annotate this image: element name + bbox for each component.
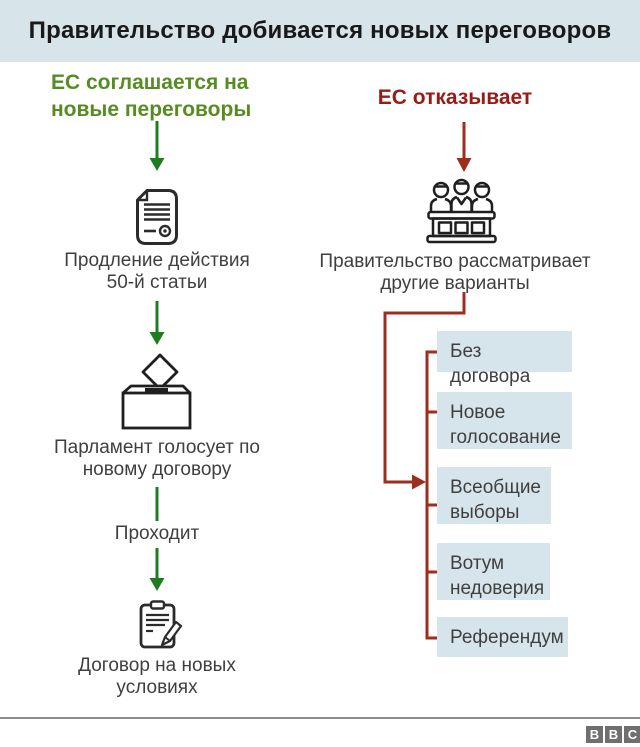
bbc-logo-letter: B bbox=[605, 726, 622, 743]
option-box-general-election: Всеобщие выборы bbox=[437, 467, 551, 524]
green-arrow-down-icon bbox=[149, 548, 165, 591]
step-label-new-deal: Договор на новых условиях bbox=[78, 655, 236, 698]
contract-icon bbox=[139, 600, 183, 649]
footer-divider bbox=[0, 717, 640, 719]
option-box-no-confidence: Вотум недоверия bbox=[437, 543, 550, 600]
red-bracket-connector bbox=[383, 292, 466, 490]
document-icon bbox=[136, 189, 178, 245]
option-box-new-vote: Новое голосование bbox=[437, 392, 572, 449]
red-arrow-down-icon bbox=[456, 122, 472, 172]
bbc-logo: B B C bbox=[586, 726, 640, 743]
bbc-logo-letter: C bbox=[624, 726, 640, 743]
step-label-parliament-vote: Парламент голосует по новому договору bbox=[54, 437, 260, 480]
right-branch-heading: ЕС отказывает bbox=[377, 86, 533, 109]
page-title: Правительство добивается новых переговор… bbox=[0, 0, 640, 62]
bbc-logo-letter: B bbox=[586, 726, 603, 743]
option-box-no-deal: Без договора bbox=[437, 331, 572, 387]
parliament-icon bbox=[426, 178, 497, 244]
step-label-article-50: Продление действия 50-й статьи bbox=[64, 250, 250, 293]
left-branch-heading: ЕС соглашается на новые переговоры bbox=[51, 71, 252, 121]
step-label-government-options: Правительство рассматривает другие вариа… bbox=[319, 251, 591, 294]
option-box-referendum: Референдум bbox=[437, 617, 568, 657]
edge-label-passes: Проходит bbox=[114, 523, 200, 544]
ballot-box-icon bbox=[121, 353, 192, 430]
green-arrow-down-icon bbox=[149, 121, 165, 171]
green-arrow-down-icon bbox=[149, 301, 165, 345]
